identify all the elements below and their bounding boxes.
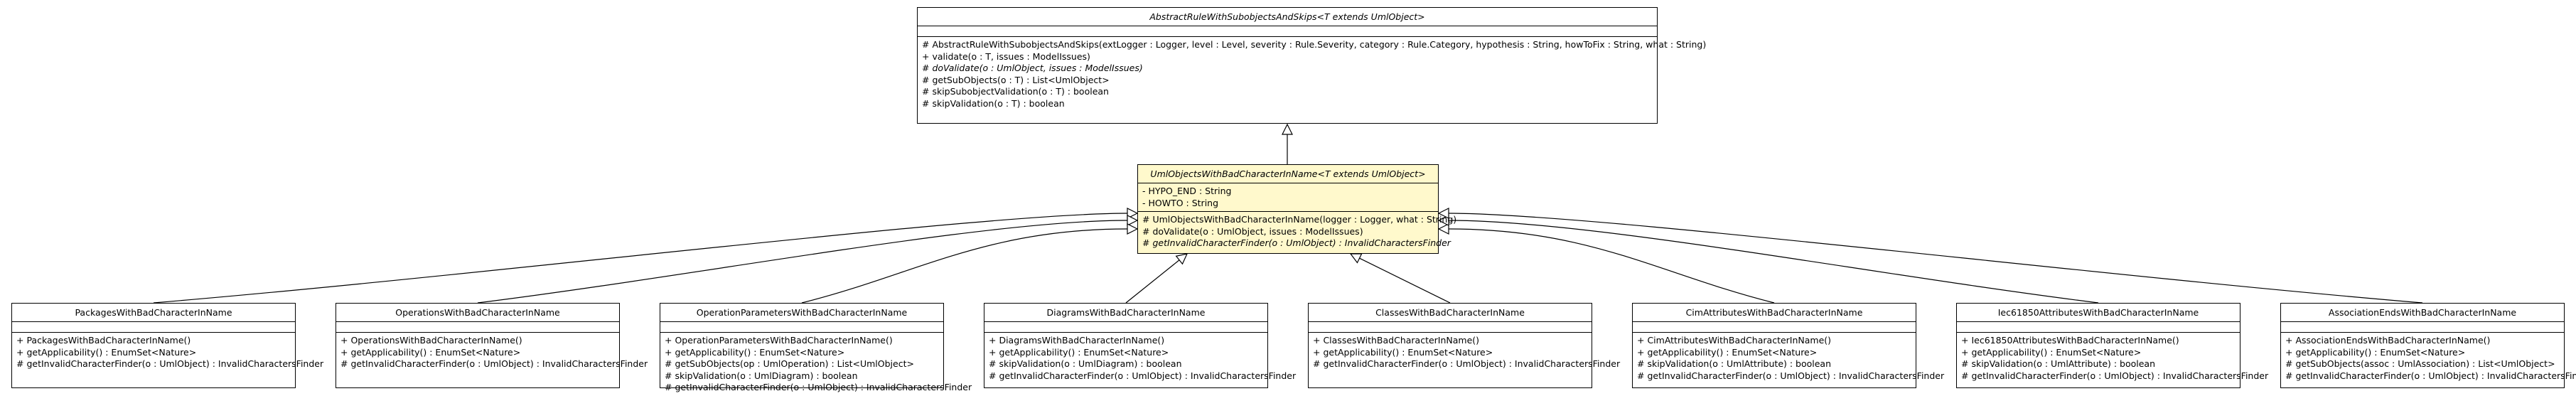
class-name: ClassesWithBadCharacterInName [1309, 304, 1592, 322]
method: + getApplicability() : EnumSet<Nature> [1961, 346, 2142, 358]
method: # getSubObjects(assoc : UmlAssociation) … [2285, 358, 2555, 369]
class-operations-with-bad-character-in-name: OperationsWithBadCharacterInName + Operat… [336, 303, 648, 388]
method: + getApplicability() : EnumSet<Nature> [665, 346, 845, 358]
method: # skipSubobjectValidation(o : T) : boole… [922, 86, 1109, 97]
methods-section: + OperationParametersWithBadCharacterInN… [660, 333, 972, 396]
attributes-section [984, 322, 1267, 333]
class-cim-attributes-with-bad-character-in-name: CimAttributesWithBadCharacterInName + Cim… [1632, 303, 1945, 388]
generalization-arrowhead [1127, 223, 1139, 235]
method: + CimAttributesWithBadCharacterInName() [1637, 335, 1832, 346]
methods-section: + PackagesWithBadCharacterInName()+ getA… [12, 333, 324, 373]
attributes-section [1633, 322, 1916, 333]
method: # AbstractRuleWithSubobjectsAndSkips(ext… [922, 39, 1707, 50]
attributes-section [1957, 322, 2240, 333]
method: # getInvalidCharacterFinder(o : UmlObjec… [340, 358, 648, 369]
method: # skipValidation(o : UmlAttribute) : boo… [1961, 358, 2156, 369]
method: # doValidate(o : UmlObject, issues : Mod… [1142, 225, 1363, 237]
attributes-section [336, 322, 619, 333]
generalization-line [1448, 228, 1775, 304]
method: # getInvalidCharacterFinder(o : UmlObjec… [16, 358, 324, 369]
method: + getApplicability() : EnumSet<Nature> [16, 346, 197, 358]
attributes-section [1309, 322, 1592, 333]
generalization-line [477, 220, 1128, 304]
method: + PackagesWithBadCharacterInName() [16, 335, 191, 346]
method: # getSubObjects(op : UmlOperation) : Lis… [665, 358, 914, 369]
methods-section: + OperationsWithBadCharacterInName()+ ge… [336, 333, 648, 373]
class-association-ends-with-bad-character-in-name: AssociationEndsWithBadCharacterInName + A… [2280, 303, 2576, 388]
class-name: AbstractRuleWithSubobjectsAndSkips<T ext… [918, 8, 1657, 26]
method: + getApplicability() : EnumSet<Nature> [2285, 346, 2466, 358]
method: # skipValidation(o : UmlDiagram) : boole… [665, 370, 858, 381]
attributes-section [2281, 322, 2564, 333]
attributes-section [660, 322, 943, 333]
class-name: PackagesWithBadCharacterInName [12, 304, 295, 322]
methods-section: # UmlObjectsWithBadCharacterInName(logge… [1138, 212, 1457, 252]
attributes-section: - HYPO_END : String- HOWTO : String [1138, 183, 1438, 212]
method: # UmlObjectsWithBadCharacterInName(logge… [1142, 214, 1457, 225]
attribute: - HOWTO : String [1142, 197, 1219, 208]
class-name: UmlObjectsWithBadCharacterInName<T exten… [1138, 165, 1438, 183]
class-packages-with-bad-character-in-name: PackagesWithBadCharacterInName + Packages… [11, 303, 324, 388]
method: + OperationsWithBadCharacterInName() [340, 335, 522, 346]
class-uml-objects-with-bad-character-in-name: UmlObjectsWithBadCharacterInName<T exten… [1137, 164, 1457, 254]
generalization-arrowhead [1437, 223, 1449, 235]
method: # getInvalidCharacterFinder(o : UmlObjec… [1961, 370, 2269, 381]
attributes-section [12, 322, 295, 333]
generalization-line [1448, 220, 2099, 304]
method: # skipValidation(o : T) : boolean [922, 97, 1065, 109]
methods-section: + AssociationEndsWithBadCharacterInName(… [2281, 333, 2576, 384]
method: # skipValidation(o : UmlDiagram) : boole… [989, 358, 1182, 369]
class-name: OperationParametersWithBadCharacterInNam… [660, 304, 943, 322]
class-classes-with-bad-character-in-name: ClassesWithBadCharacterInName + ClassesWi… [1308, 303, 1621, 388]
methods-section: + DiagramsWithBadCharacterInName()+ getA… [984, 333, 1297, 384]
method: + Iec61850AttributesWithBadCharacterInNa… [1961, 335, 2179, 346]
method: # skipValidation(o : UmlAttribute) : boo… [1637, 358, 1832, 369]
generalization-line [1125, 259, 1180, 304]
method: + getApplicability() : EnumSet<Nature> [1313, 346, 1493, 358]
class-abstract-rule-with-subobjects-and-skips: AbstractRuleWithSubobjectsAndSkips<T ext… [917, 7, 1707, 124]
method: + DiagramsWithBadCharacterInName() [989, 335, 1165, 346]
method: + getApplicability() : EnumSet<Nature> [340, 346, 521, 358]
method: # getInvalidCharacterFinder(o : UmlObjec… [1142, 237, 1451, 248]
method: # getInvalidCharacterFinder(o : UmlObjec… [2285, 370, 2576, 381]
class-operation-parameters-with-bad-character-in-name: OperationParametersWithBadCharacterInNam… [660, 303, 972, 392]
method: # getSubObjects(o : T) : List<UmlObject> [922, 74, 1110, 85]
generalization-line [801, 228, 1128, 304]
method: + OperationParametersWithBadCharacterInN… [665, 335, 893, 346]
generalization-arrowhead [1127, 215, 1139, 226]
class-name: Iec61850AttributesWithBadCharacterInName [1957, 304, 2240, 322]
method: + AssociationEndsWithBadCharacterInName(… [2285, 335, 2491, 346]
method: # getInvalidCharacterFinder(o : UmlObjec… [665, 382, 972, 392]
attributes-section [918, 26, 1657, 37]
class-name: OperationsWithBadCharacterInName [336, 304, 619, 322]
method: # getInvalidCharacterFinder(o : UmlObjec… [1313, 358, 1621, 369]
method: + validate(o : T, issues : ModelIssues) [922, 50, 1090, 62]
class-name: CimAttributesWithBadCharacterInName [1633, 304, 1916, 322]
generalization-arrowhead [1282, 123, 1293, 135]
class-name: AssociationEndsWithBadCharacterInName [2281, 304, 2564, 322]
generalization-line [1448, 213, 2423, 304]
method: # getInvalidCharacterFinder(o : UmlObjec… [989, 370, 1297, 381]
generalization-arrowhead [1175, 253, 1188, 265]
method: # getInvalidCharacterFinder(o : UmlObjec… [1637, 370, 1945, 381]
methods-section: + Iec61850AttributesWithBadCharacterInNa… [1957, 333, 2269, 384]
methods-section: + CimAttributesWithBadCharacterInName()+… [1633, 333, 1945, 384]
methods-section: + ClassesWithBadCharacterInName()+ getAp… [1309, 333, 1621, 373]
methods-section: # AbstractRuleWithSubobjectsAndSkips(ext… [918, 37, 1707, 112]
method: + getApplicability() : EnumSet<Nature> [989, 346, 1169, 358]
class-name: DiagramsWithBadCharacterInName [984, 304, 1267, 322]
attribute: - HYPO_END : String [1142, 186, 1232, 196]
generalization-line [153, 213, 1128, 304]
class-iec61850-attributes-with-bad-character-in-name: Iec61850AttributesWithBadCharacterInName… [1956, 303, 2269, 388]
method: # doValidate(o : UmlObject, issues : Mod… [922, 63, 1143, 73]
method: + getApplicability() : EnumSet<Nature> [1637, 346, 1818, 358]
generalization-line [1359, 257, 1451, 304]
class-diagrams-with-bad-character-in-name: DiagramsWithBadCharacterInName + Diagrams… [984, 303, 1297, 388]
method: + ClassesWithBadCharacterInName() [1313, 335, 1480, 346]
